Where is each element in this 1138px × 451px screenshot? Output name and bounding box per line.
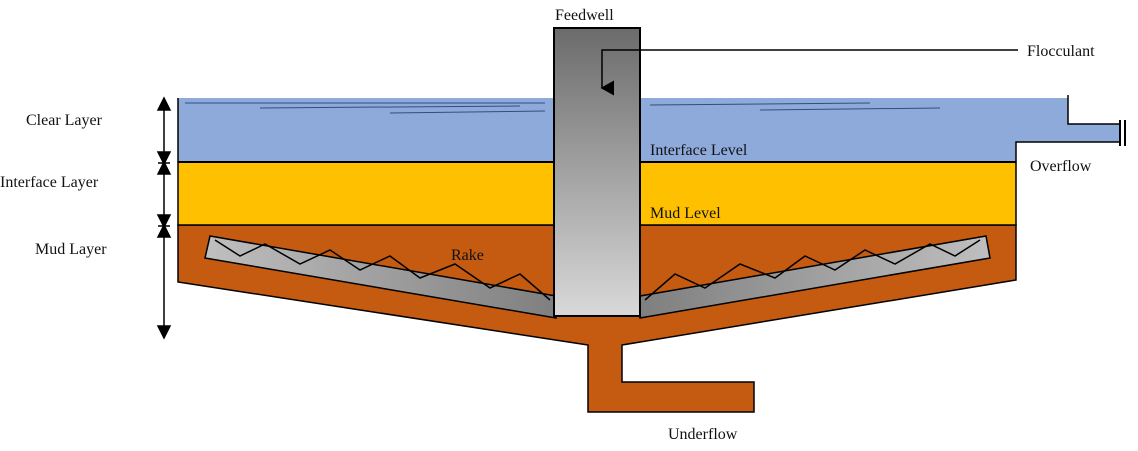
mud-layer-label: Mud Layer [35,241,107,258]
water-ripple [389,110,546,114]
feedwell-label: Feedwell [555,7,614,24]
interface-level-label: Interface Level [650,142,748,159]
rake-label: Rake [451,247,484,264]
underflow-label: Underflow [668,426,738,443]
overflow-label: Overflow [1030,158,1092,175]
tank-outline [177,95,1120,162]
rake-right-truss [644,239,981,301]
interface-layer-label: Interface Layer [0,174,99,191]
dimension-arrows [156,96,172,340]
feedwell-column [553,27,641,317]
rake-left [204,235,557,319]
water-ripple [759,107,941,111]
flocculant-label: Flocculant [1027,43,1095,60]
water-ripple [259,105,521,109]
clear-layer-label: Clear Layer [26,112,103,129]
rake-left-truss [214,239,551,301]
clear-layer-region [178,98,1120,162]
mud-level-label: Mud Level [650,205,721,222]
water-ripple [649,102,871,106]
flocculant-line [600,49,1018,96]
